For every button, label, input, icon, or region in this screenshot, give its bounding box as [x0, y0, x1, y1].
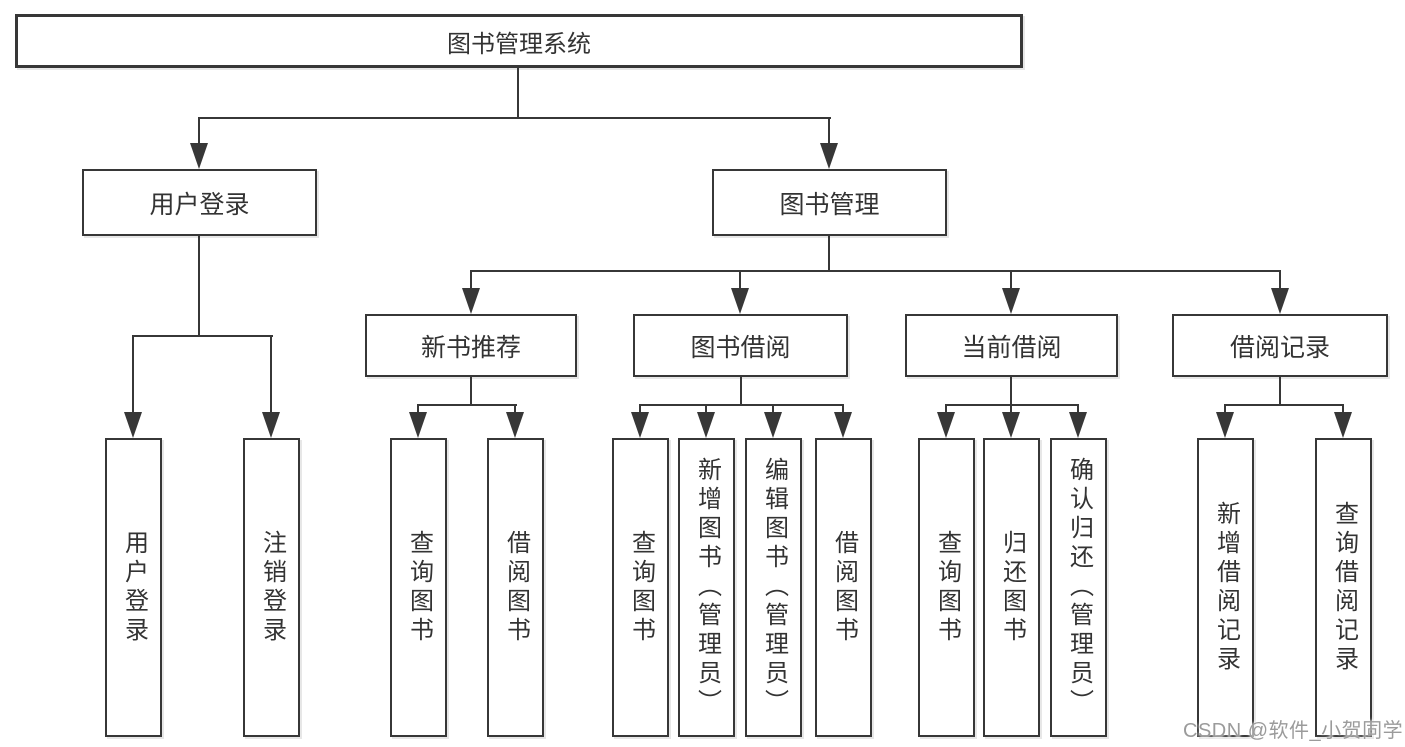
leaf-confirm-return-admin: 确认归还（管理员）	[1050, 438, 1107, 737]
leaf-query-book-1: 查询图书	[390, 438, 447, 737]
arrow-down-icon	[834, 412, 852, 438]
arrow-down-icon	[124, 412, 142, 438]
connector-line	[842, 404, 844, 417]
node-book-borrow: 图书借阅	[633, 314, 848, 377]
arrow-down-icon	[1271, 288, 1289, 314]
leaf-return-book: 归还图书	[983, 438, 1040, 737]
arrow-down-icon	[1069, 412, 1087, 438]
leaf-query-book-3: 查询图书	[918, 438, 975, 737]
connector-line	[1279, 270, 1281, 292]
connector-line	[1010, 270, 1012, 292]
connector-userlogin-branch	[132, 335, 273, 337]
leaf-borrow-book-2: 借阅图书	[815, 438, 872, 737]
arrow-down-icon	[190, 143, 208, 169]
leaf-add-book-admin: 新增图书（管理员）	[678, 438, 735, 737]
connector-currentborrow-stem	[1010, 377, 1012, 406]
leaf-edit-book-admin: 编辑图书（管理员）	[745, 438, 802, 737]
connector-borrowrecord-stem	[1279, 377, 1281, 406]
connector-root-stem	[517, 68, 519, 118]
node-book-management: 图书管理	[712, 169, 947, 236]
arrow-down-icon	[764, 412, 782, 438]
arrow-down-icon	[1216, 412, 1234, 438]
connector-bookborrow-stem	[740, 377, 742, 406]
arrow-down-icon	[820, 143, 838, 169]
arrow-down-icon	[1002, 288, 1020, 314]
connector-line	[828, 117, 830, 150]
connector-bookmgmt-branch	[470, 270, 1281, 272]
connector-line	[739, 270, 741, 292]
arrow-down-icon	[462, 288, 480, 314]
node-borrow-record: 借阅记录	[1172, 314, 1388, 377]
leaf-add-borrow-record: 新增借阅记录	[1197, 438, 1254, 737]
node-user-login: 用户登录	[82, 169, 317, 236]
connector-line	[270, 335, 272, 416]
arrow-down-icon	[262, 412, 280, 438]
connector-line	[470, 270, 472, 292]
leaf-logout: 注销登录	[243, 438, 300, 737]
connector-line	[132, 335, 134, 416]
leaf-query-book-2: 查询图书	[612, 438, 669, 737]
arrow-down-icon	[1334, 412, 1352, 438]
arrow-down-icon	[506, 412, 524, 438]
connector-line	[1224, 404, 1226, 417]
arrow-down-icon	[631, 412, 649, 438]
node-new-book-recommend: 新书推荐	[365, 314, 577, 377]
leaf-user-login: 用户登录	[105, 438, 162, 737]
arrow-down-icon	[937, 412, 955, 438]
connector-line	[514, 404, 516, 417]
connector-currentborrow-branch	[945, 404, 1079, 406]
connector-line	[417, 404, 419, 417]
connector-line	[1342, 404, 1344, 417]
node-current-borrow: 当前借阅	[905, 314, 1118, 377]
connector-line	[705, 404, 707, 417]
node-library-system: 图书管理系统	[15, 14, 1023, 68]
connector-newbook-branch	[417, 404, 517, 406]
connector-line	[198, 117, 200, 150]
connector-line	[639, 404, 641, 417]
arrow-down-icon	[697, 412, 715, 438]
connector-userlogin-stem	[198, 236, 200, 337]
arrow-down-icon	[731, 288, 749, 314]
connector-line	[1010, 404, 1012, 417]
connector-root-branch	[198, 117, 831, 119]
connector-bookmgmt-stem	[828, 236, 830, 272]
watermark: CSDN @软件_小贺同学	[1183, 720, 1404, 742]
connector-line	[772, 404, 774, 417]
arrow-down-icon	[409, 412, 427, 438]
connector-line	[945, 404, 947, 417]
connector-bookborrow-branch	[639, 404, 844, 406]
arrow-down-icon	[1002, 412, 1020, 438]
connector-line	[1077, 404, 1079, 417]
leaf-borrow-book-1: 借阅图书	[487, 438, 544, 737]
connector-newbook-stem	[470, 377, 472, 406]
connector-borrowrecord-branch	[1224, 404, 1344, 406]
leaf-query-borrow-record: 查询借阅记录	[1315, 438, 1372, 737]
